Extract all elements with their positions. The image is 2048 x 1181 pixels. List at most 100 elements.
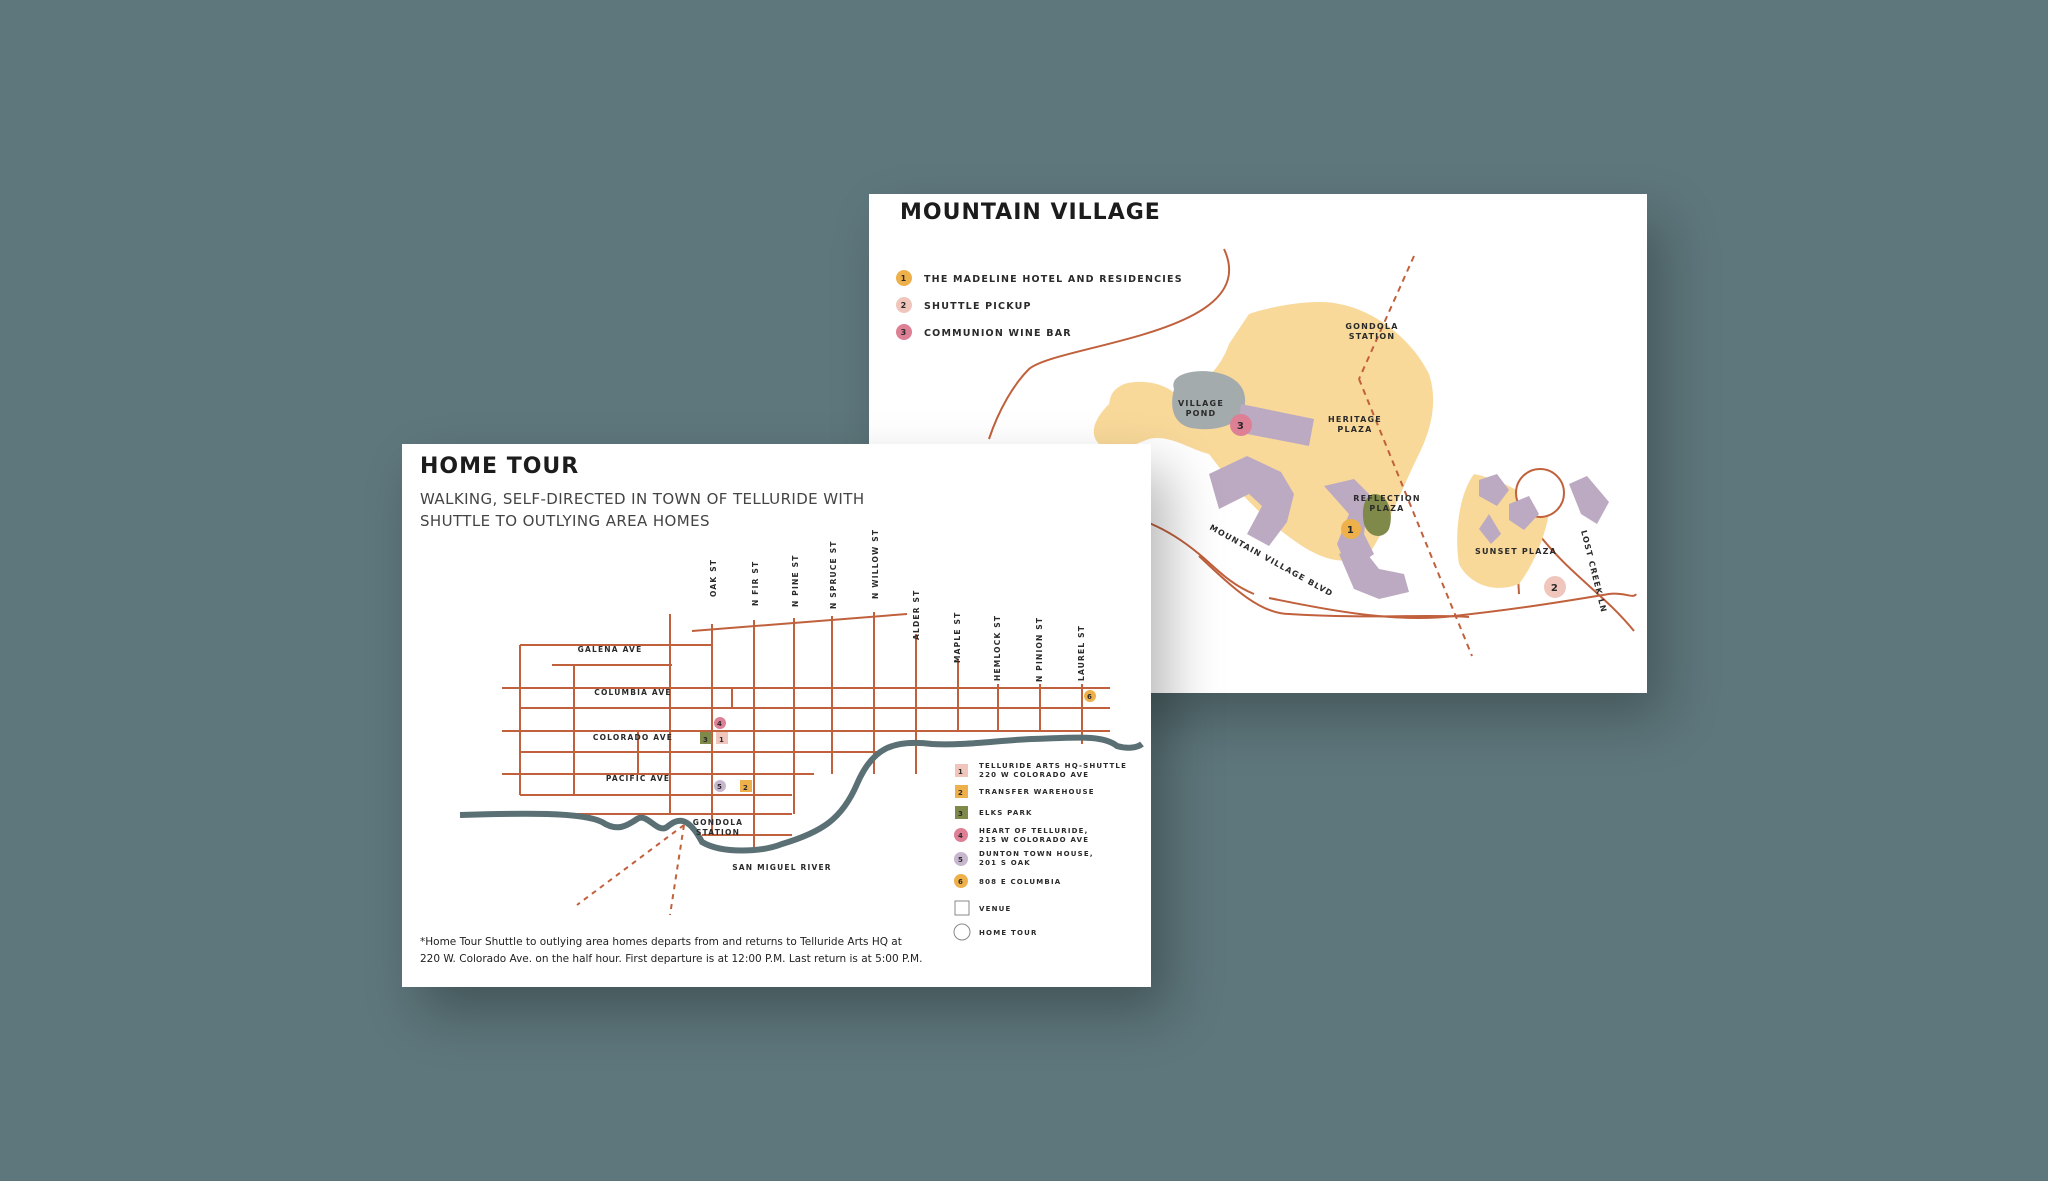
building: [1237, 404, 1314, 446]
home-tour-map: 1 2 3 4 5 6 GALENA AVE COLUMBIA AVE COLO…: [459, 529, 1144, 941]
galena-ave-label: GALENA AVE: [578, 645, 643, 654]
marker-num: 5: [717, 783, 723, 791]
building: [1479, 514, 1501, 544]
building: [1509, 496, 1539, 530]
legend-num: 4: [958, 832, 964, 840]
marker-num: 1: [719, 736, 725, 744]
legend-label: 215 W COLORADO AVE: [979, 836, 1089, 844]
subtitle-line: SHUTTLE TO OUTLYING AREA HOMES: [420, 512, 710, 530]
reflection-plaza-label: REFLECTION: [1353, 494, 1420, 503]
willow-st-label: N WILLOW ST: [871, 529, 880, 599]
building: [1339, 546, 1409, 599]
marker-num: 2: [1551, 583, 1559, 594]
legend-label: 808 E COLUMBIA: [979, 878, 1061, 886]
marker-num: 4: [717, 720, 723, 728]
reflection-plaza-park: [1362, 494, 1391, 536]
dunton-town-house-marker[interactable]: 5: [714, 780, 726, 792]
legend-label: COMMUNION WINE BAR: [924, 328, 1072, 339]
street-grid: [502, 612, 1110, 852]
gondola-line: [576, 824, 685, 906]
legend-num: 1: [958, 768, 964, 776]
legend-label: HEART OF TELLURIDE,: [979, 827, 1088, 835]
pacific-ave-label: PACIFIC AVE: [606, 774, 670, 783]
legend-num: 5: [958, 856, 964, 864]
elks-park-marker[interactable]: 3: [700, 732, 712, 744]
gondola-station-label: STATION: [1349, 332, 1396, 341]
home-tour-key-icon: [953, 923, 971, 941]
village-pond-label: POND: [1186, 409, 1217, 418]
building: [1569, 476, 1609, 524]
curved-road: [988, 248, 1230, 440]
oak-st-label: OAK ST: [709, 559, 718, 597]
legend-num: 2: [901, 301, 908, 310]
laurel-st-label: LAUREL ST: [1077, 625, 1086, 681]
marker-num: 2: [743, 784, 749, 792]
marker-num: 3: [1237, 421, 1245, 432]
legend-label: TRANSFER WAREHOUSE: [979, 788, 1095, 796]
heart-of-telluride-marker[interactable]: 4: [714, 717, 726, 729]
buildings: [1209, 404, 1609, 599]
reflection-plaza-label: PLAZA: [1369, 504, 1404, 513]
gondola-line: [1358, 378, 1473, 657]
legend-label: THE MADELINE HOTEL AND RESIDENCIES: [924, 274, 1183, 285]
lower-road-joint: [1198, 555, 1470, 618]
venue-key-label: VENUE: [979, 905, 1012, 913]
legend-num: 3: [901, 328, 908, 337]
lost-creek-ln-label: LOST CREEK LN: [1579, 529, 1608, 614]
shuttle-pickup-marker[interactable]: 2: [1544, 576, 1566, 598]
home-tour-title: HOME TOUR: [420, 454, 580, 479]
subtitle-line: WALKING, SELF-DIRECTED IN TOWN OF TELLUR…: [420, 490, 865, 508]
note-line: *Home Tour Shuttle to outlying area home…: [420, 936, 902, 948]
home-tour-legend: 1 TELLURIDE ARTS HQ-SHUTTLE 220 W COLORA…: [953, 762, 1127, 941]
legend-label: DUNTON TOWN HOUSE,: [979, 850, 1094, 858]
hemlock-st-label: HEMLOCK ST: [993, 615, 1002, 681]
village-pond-label: VILLAGE: [1178, 399, 1224, 408]
columbia-ave-label: COLUMBIA AVE: [594, 688, 672, 697]
gondola-line: [669, 824, 685, 916]
telluride-arts-hq-marker[interactable]: 1: [716, 732, 728, 744]
marker-num: 6: [1087, 693, 1093, 701]
gondola-station-label: STATION: [696, 828, 740, 837]
heritage-plaza-label: HERITAGE: [1328, 415, 1382, 424]
village-pond: [1172, 371, 1246, 430]
legend-label: 220 W COLORADO AVE: [979, 771, 1089, 779]
venue-key-icon: [954, 900, 970, 916]
pinion-st-label: N PINION ST: [1035, 617, 1044, 682]
gondola-station-label: GONDOLA: [693, 818, 743, 827]
home-tour-map-card: 1 2 3 4 5 6 GALENA AVE COLUMBIA AVE COLO…: [402, 444, 1151, 987]
shuttle-note: *Home Tour Shuttle to outlying area home…: [420, 934, 922, 968]
gondola-line: [1358, 255, 1415, 380]
lower-road: [1268, 592, 1637, 619]
madeline-hotel-marker[interactable]: 1: [1341, 519, 1361, 539]
pine-st-label: N PINE ST: [791, 554, 800, 607]
legend-label: ELKS PARK: [979, 809, 1033, 817]
transfer-warehouse-marker[interactable]: 2: [740, 780, 752, 792]
fir-st-label: N FIR ST: [751, 561, 760, 606]
gondola-station-label: GONDOLA: [1345, 322, 1398, 331]
legend-label: TELLURIDE ARTS HQ-SHUTTLE: [979, 762, 1127, 770]
plaza-west-lobe: [1109, 381, 1184, 434]
mountain-village-map: 1 2 3 1 THE MADELINE HOTEL AND RESIDENCI…: [896, 248, 1637, 657]
marker-num: 3: [703, 736, 709, 744]
colorado-ave-label: COLORADO AVE: [593, 733, 673, 742]
home-tour-key-label: HOME TOUR: [979, 929, 1038, 937]
lost-creek-road: [1536, 531, 1635, 632]
legend-num: 6: [958, 878, 964, 886]
home-tour-subtitle: WALKING, SELF-DIRECTED IN TOWN OF TELLUR…: [420, 488, 865, 532]
columbia-808-marker[interactable]: 6: [1084, 690, 1096, 702]
san-miguel-river-label: SAN MIGUEL RIVER: [732, 863, 832, 872]
wine-bar-marker[interactable]: 3: [1230, 414, 1252, 436]
legend-num: 3: [958, 810, 964, 818]
spruce-st-label: N SPRUCE ST: [829, 540, 838, 609]
building: [1479, 474, 1509, 506]
mountain-village-title: MOUNTAIN VILLAGE: [900, 200, 1161, 225]
mv-legend: 1 THE MADELINE HOTEL AND RESIDENCIES 2 S…: [896, 270, 1183, 340]
building: [1209, 456, 1294, 546]
maple-st-label: MAPLE ST: [953, 612, 962, 663]
legend-num: 2: [958, 789, 964, 797]
heritage-plaza-label: PLAZA: [1337, 425, 1372, 434]
legend-label: SHUTTLE PICKUP: [924, 301, 1032, 312]
legend-label: 201 S OAK: [979, 859, 1031, 867]
san-miguel-river: [459, 734, 1144, 854]
note-line: 220 W. Colorado Ave. on the half hour. F…: [420, 953, 923, 965]
